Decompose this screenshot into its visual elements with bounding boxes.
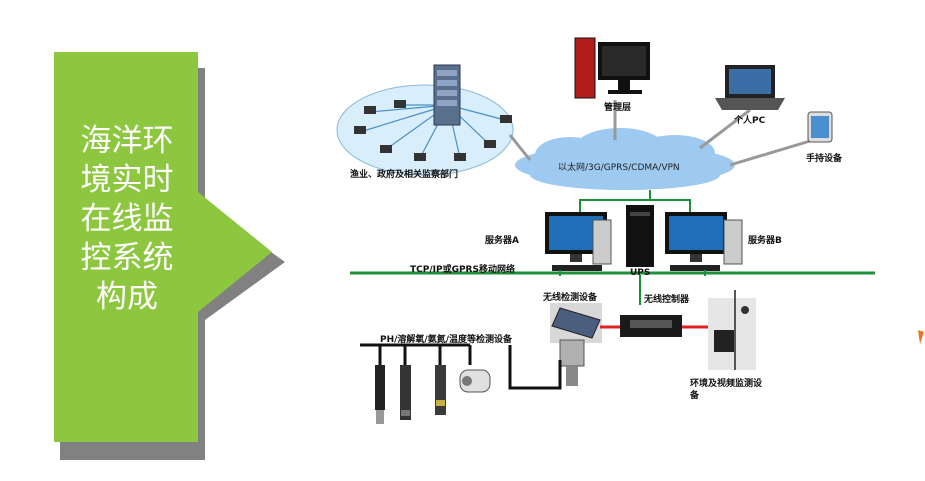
edge-decoration <box>916 328 925 346</box>
label-env-video: 环境及视频监测设备 <box>690 379 763 401</box>
title-arrow: 海洋环 境实时 在线监 控系统 构成 <box>0 0 300 477</box>
laptop-icon <box>364 106 376 114</box>
label-server-b: 服务器B <box>748 236 782 246</box>
label-cloud: 以太网/3G/GPRS/CDMA/VPN <box>558 163 680 173</box>
label-handheld: 手持设备 <box>806 154 843 164</box>
label-personal-pc: 个人PC <box>734 116 766 126</box>
label-ups: UPS <box>630 268 651 278</box>
title-line-2: 境实时 <box>80 162 174 198</box>
diagram-title: 海洋环 境实时 在线监 控系统 构成 <box>62 122 192 317</box>
probe-icon <box>435 365 446 415</box>
tablet-icon <box>807 111 833 143</box>
probe-icon <box>375 365 385 424</box>
solar-panel-icon <box>550 303 602 386</box>
label-fisheries-gov: 渔业、政府及相关监察部门 <box>350 170 459 180</box>
laptop-icon <box>715 65 785 110</box>
tower-pc-icon <box>592 219 612 265</box>
camera-pole-icon <box>708 290 756 370</box>
network-diagram: 渔业、政府及相关监察部门 管理层 个人PC 手持设备 以太网/3G/GPRS/C… <box>330 20 890 450</box>
label-network: TCP/IP或GPRS移动网络 <box>410 265 515 275</box>
arrow-shape <box>54 52 285 460</box>
tower-pc-icon <box>723 219 743 265</box>
label-sensors: PH/溶解氧/氨氮/温度等检测设备 <box>380 335 512 345</box>
diagram-graphics <box>336 37 875 424</box>
label-wireless-controller: 无线控制器 <box>644 295 690 305</box>
label-wireless-detector: 无线检测设备 <box>543 293 598 303</box>
label-management: 管理层 <box>604 103 632 113</box>
probe-icon <box>400 365 411 420</box>
title-line-1: 海洋环 <box>80 123 174 159</box>
server-rack-icon <box>433 64 461 126</box>
probe-icon <box>459 369 491 393</box>
controller-box-icon <box>620 315 682 337</box>
cloud-icon <box>515 128 735 190</box>
desktop-computer-icon <box>574 37 650 99</box>
title-line-3: 在线监 <box>80 201 174 237</box>
ups-icon <box>626 205 654 267</box>
title-line-4: 控系统 <box>80 240 174 276</box>
title-line-5: 构成 <box>96 279 158 315</box>
monitor-icon <box>665 212 727 271</box>
label-server-a: 服务器A <box>485 236 519 246</box>
